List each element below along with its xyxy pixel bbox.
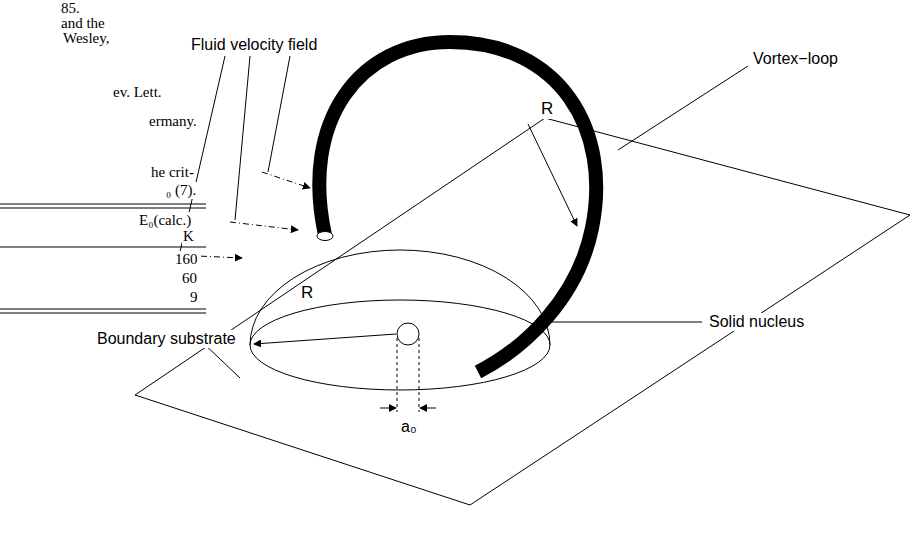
dimension-label: R: [540, 100, 554, 119]
paper-text: he crit-: [150, 164, 195, 181]
table-cell: 160: [174, 251, 199, 268]
callout-label: Vortex−loop: [752, 50, 839, 68]
loop-end: [317, 232, 333, 241]
radius-arrow: [254, 334, 396, 344]
table-cell: 60: [181, 270, 198, 287]
dimension-label: a₀: [400, 418, 418, 436]
table-cell: 9: [189, 289, 199, 306]
radius-arrow: [528, 124, 577, 226]
leader-lines: [180, 56, 748, 378]
substrate-plane: [135, 118, 910, 505]
vortex-core: [397, 323, 419, 345]
core-dimension: [380, 338, 436, 412]
nucleus-base: [250, 300, 550, 390]
nucleus-dome: [250, 250, 550, 345]
table-rules: [0, 204, 206, 313]
table-cell: K: [182, 228, 195, 245]
callout-label: Boundary substrate: [96, 330, 237, 348]
paper-text: ev. Lett.: [112, 84, 163, 101]
paper-text: ₀ (7).: [165, 182, 197, 199]
paper-text: ermany.: [148, 113, 198, 130]
paper-text: Wesley,: [62, 30, 111, 47]
dimension-label: R: [300, 284, 314, 303]
callout-label: Solid nucleus: [708, 313, 805, 331]
table-cell: E₀(calc.): [138, 212, 192, 229]
callout-label: Fluid velocity field: [190, 36, 318, 54]
